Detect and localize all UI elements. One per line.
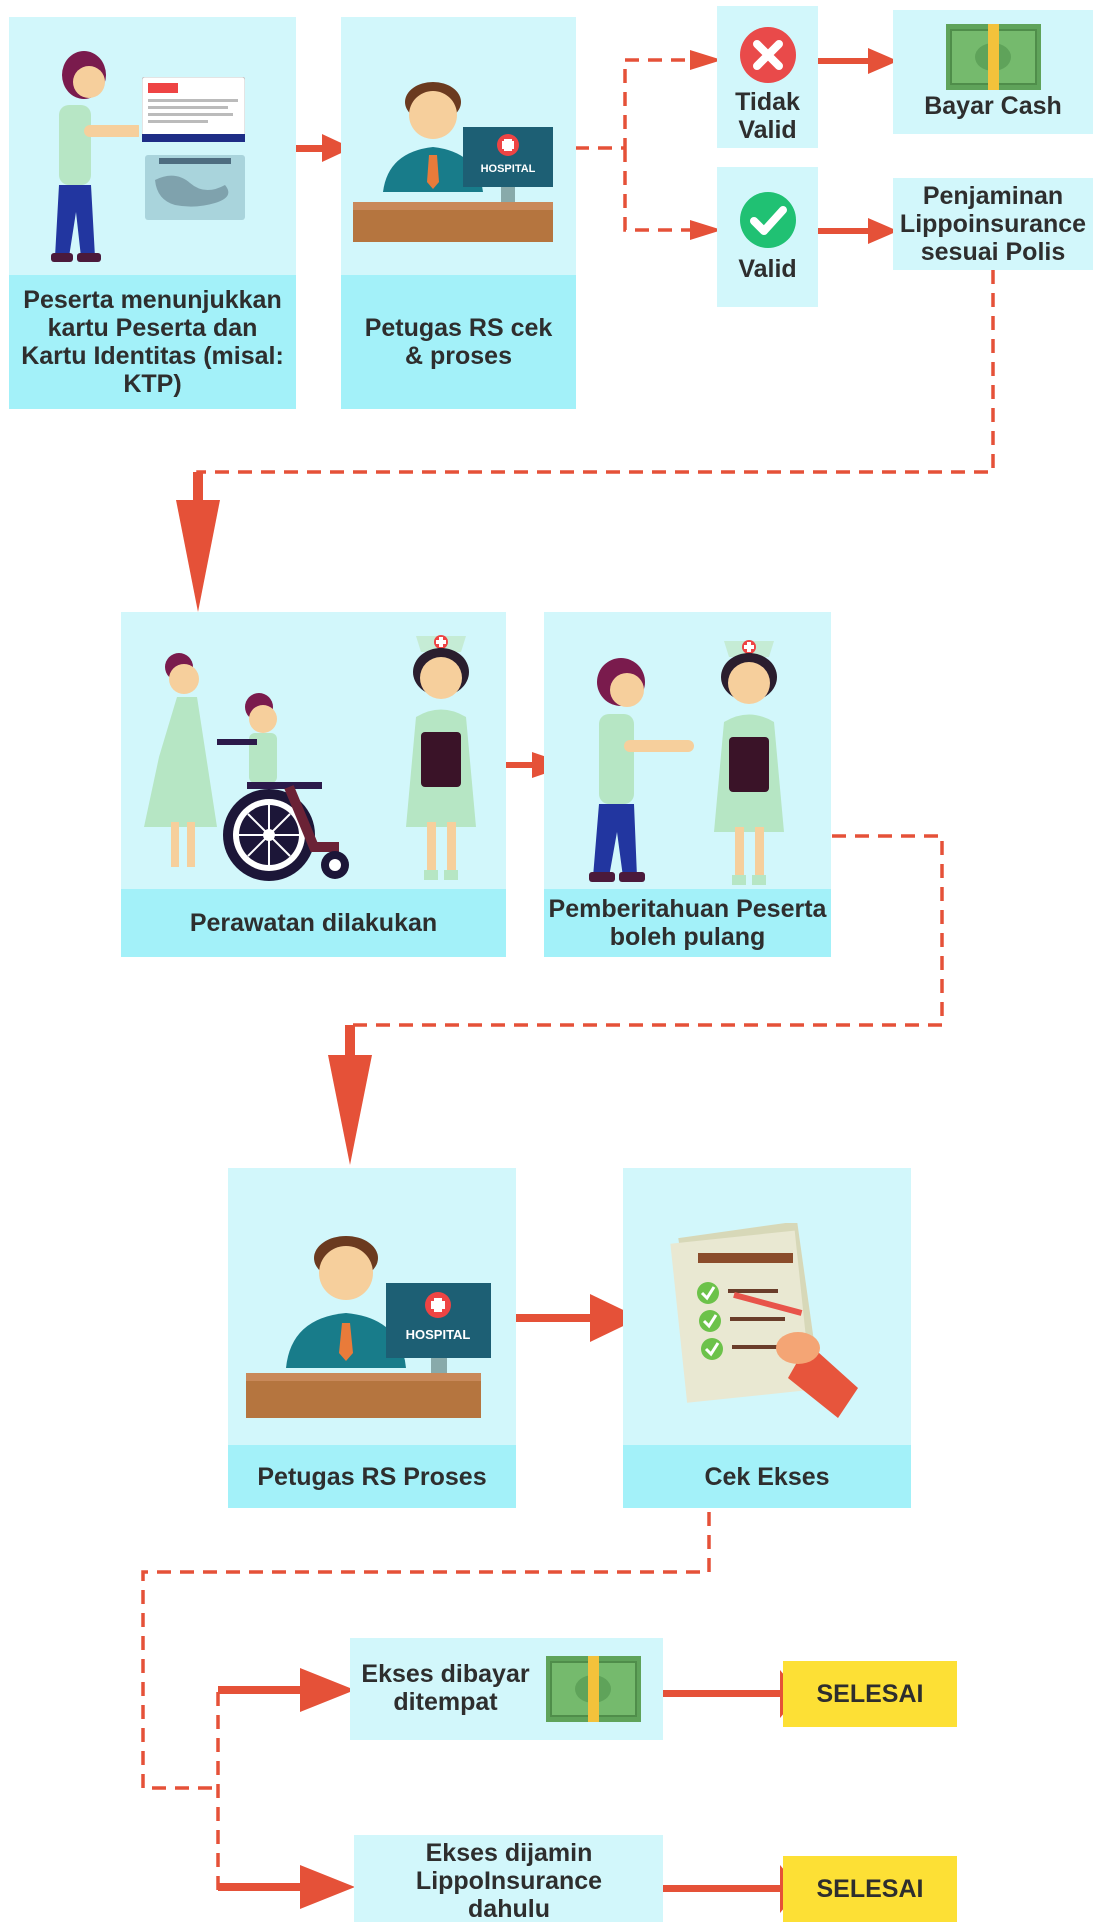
step-treatment-label: Perawatan dilakukan	[121, 889, 506, 957]
step-staff-process: HOSPITAL Petugas RS Proses	[228, 1168, 516, 1508]
hospital-sign-text: HOSPITAL	[481, 163, 536, 175]
status-valid: Valid	[717, 167, 818, 307]
status-valid-label: Valid	[738, 255, 797, 283]
status-invalid: Tidak Valid	[717, 6, 818, 148]
step-treatment: Perawatan dilakukan	[121, 612, 506, 957]
member-card-icon	[142, 77, 245, 142]
connector-guarantee-to-treatment	[196, 270, 995, 500]
cash-icon	[946, 24, 1041, 90]
nurse-icon	[714, 640, 784, 885]
step-check-excess-label: Cek Ekses	[623, 1445, 911, 1508]
step-discharge: Pemberitahuan Peserta boleh pulang	[544, 612, 831, 957]
step-show-card: Peserta menunjukkan kartu Peserta dan Ka…	[9, 17, 296, 409]
hospital-sign-text: HOSPITAL	[406, 1327, 471, 1342]
checklist-icon	[670, 1223, 858, 1418]
arrow-to-valid	[690, 220, 722, 240]
arrow-process-to-check	[590, 1294, 640, 1342]
step-staff-check-label: Petugas RS cek & proses	[341, 275, 576, 409]
outcome-guarantee: Penjaminan Lippoinsurance sesuai Polis	[893, 178, 1093, 270]
arrow-down-to-process	[328, 1055, 372, 1165]
option-excess-guaranteed: Ekses dijamin LippoInsurance dahulu	[354, 1835, 663, 1923]
check-circle-icon	[740, 192, 796, 248]
step-discharge-label: Pemberitahuan Peserta boleh pulang	[544, 889, 831, 957]
hospital-desk-icon: HOSPITAL	[353, 82, 553, 242]
step-staff-process-label: Petugas RS Proses	[228, 1445, 516, 1508]
arrow-valid-to-guarantee	[868, 218, 898, 244]
step-show-card-label: Peserta menunjukkan kartu Peserta dan Ka…	[9, 275, 296, 409]
option-excess-paid: Ekses dibayar ditempat	[350, 1638, 663, 1740]
outcome-pay-cash-label: Bayar Cash	[924, 92, 1062, 120]
option-excess-paid-label: Ekses dibayar ditempat	[361, 1660, 530, 1716]
person-icon	[51, 51, 139, 262]
id-card-icon	[145, 155, 245, 220]
outcome-guarantee-label: Penjaminan Lippoinsurance sesuai Polis	[899, 182, 1087, 266]
connector-check-to-branch	[575, 58, 700, 232]
nurse-icon	[406, 635, 476, 880]
step-check-excess: Cek Ekses	[623, 1168, 911, 1508]
person-icon	[589, 658, 694, 882]
step-staff-check: HOSPITAL Petugas RS cek & proses	[341, 17, 576, 409]
arrow-to-invalid	[690, 50, 722, 70]
status-invalid-label: Tidak Valid	[735, 88, 800, 144]
arrow-invalid-to-cash	[868, 48, 898, 74]
outcome-pay-cash: Bayar Cash	[893, 10, 1093, 134]
arrow-card-to-staff	[322, 134, 352, 162]
arrow-to-excess-guaranteed	[300, 1865, 355, 1909]
cash-icon	[546, 1656, 641, 1722]
done-badge-2: SELESAI	[783, 1856, 957, 1922]
x-circle-icon	[740, 27, 796, 83]
hospital-desk-icon: HOSPITAL	[246, 1236, 491, 1418]
arrow-down-to-treatment	[176, 500, 220, 612]
arrow-to-excess-paid	[300, 1668, 355, 1712]
done-badge-1: SELESAI	[783, 1661, 957, 1727]
wheelchair-icon	[144, 653, 349, 881]
option-excess-guaranteed-label: Ekses dijamin LippoInsurance dahulu	[415, 1839, 603, 1923]
connector-excess-split	[141, 1512, 711, 1890]
